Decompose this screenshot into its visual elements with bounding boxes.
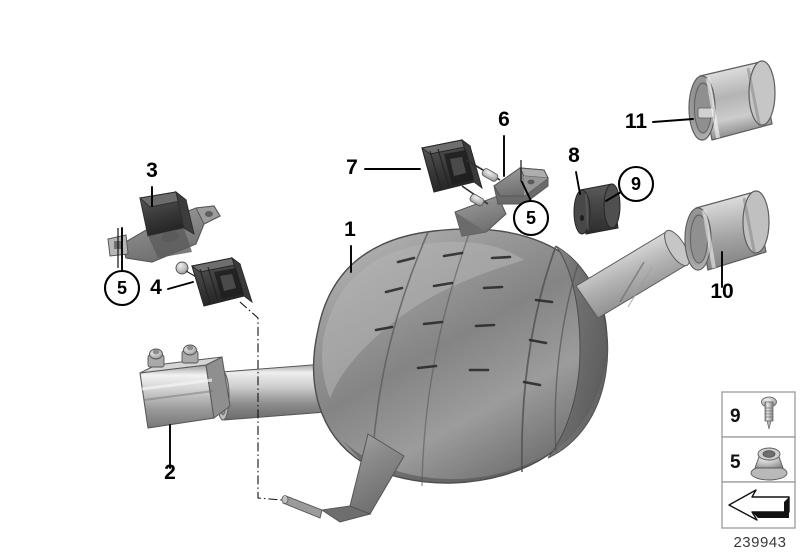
callout-circle-flange-nut-left — [103, 269, 141, 307]
callout-tailpipe-trim-upper[interactable]: 11 — [625, 110, 694, 133]
callout-number-mounting-bracket: 3 — [146, 159, 158, 182]
arrow-icon — [728, 489, 790, 521]
callout-circle-hex-bolt — [617, 165, 655, 203]
part-pipe-clamp[interactable] — [139, 344, 231, 429]
legend-box: 9 5 — [721, 391, 796, 529]
callout-number-hanger-bracket-upper: 6 — [498, 108, 510, 131]
callout-flange-nut-right[interactable]: 5 — [512, 181, 550, 237]
part-rubber-hanger-left[interactable] — [190, 256, 253, 307]
part-tailpipe-trim-upper[interactable] — [688, 60, 776, 141]
callout-pipe-clamp[interactable]: 2 — [164, 424, 176, 484]
part-rear-muffler[interactable] — [216, 195, 694, 523]
flange-nut-icon — [750, 447, 788, 481]
callout-number-tailpipe-trim-lower: 10 — [710, 280, 733, 303]
callout-hex-bolt[interactable]: 9 — [605, 165, 655, 203]
callout-number-rubber-hanger-right: 7 — [346, 156, 358, 179]
callout-number-pipe-clamp: 2 — [164, 461, 176, 484]
legend-label-nut: 5 — [730, 452, 741, 473]
muffler-body — [312, 228, 609, 487]
callout-circle-flange-nut-right — [512, 199, 550, 237]
leader-line-rubber-hanger-left — [167, 281, 194, 290]
legend-label-bolt: 9 — [730, 406, 741, 427]
callout-rubber-hanger-right[interactable]: 7 — [346, 156, 421, 179]
muffler-upper-hanger-tab — [454, 195, 507, 237]
leader-line-tailpipe-trim-upper — [652, 118, 694, 123]
hex-bolt-icon — [761, 396, 777, 430]
callout-layer: 1 2 3 4 5 5 6 7 8 9 10 11 — [103, 108, 734, 484]
callout-number-hex-bolt: 9 — [631, 174, 641, 194]
muffler-lower-hanger-arm — [281, 433, 405, 523]
callout-rubber-hanger-left[interactable]: 4 — [150, 276, 194, 299]
diagram-id-number: 239943 — [733, 534, 786, 551]
callout-rubber-damper[interactable]: 8 — [568, 144, 581, 195]
leader-line-hex-bolt — [605, 191, 622, 202]
part-tailpipe-trim-lower[interactable] — [684, 190, 770, 271]
leader-line-flange-nut-right — [521, 181, 532, 202]
callout-number-tailpipe-trim-upper: 11 — [625, 110, 648, 133]
callout-flange-nut-left[interactable]: 5 — [103, 227, 141, 307]
leader-line-rubber-damper — [575, 171, 581, 195]
callout-number-rubber-damper: 8 — [568, 144, 580, 167]
part-rubber-hanger-right[interactable] — [420, 138, 501, 207]
callout-tailpipe-trim-lower[interactable]: 10 — [710, 251, 734, 303]
callout-number-flange-nut-left: 5 — [117, 278, 127, 298]
callout-rear-muffler[interactable]: 1 — [344, 218, 356, 273]
callout-number-rear-muffler: 1 — [344, 218, 356, 241]
callout-number-flange-nut-right: 5 — [526, 208, 536, 228]
callout-number-rubber-hanger-left: 4 — [150, 276, 162, 299]
callout-hanger-bracket-upper[interactable]: 6 — [498, 108, 510, 177]
muffler-outlet-pipe — [575, 229, 690, 319]
assembly-guide-lines — [117, 160, 522, 501]
part-rubber-damper[interactable] — [573, 183, 621, 235]
callout-mounting-bracket[interactable]: 3 — [146, 159, 158, 207]
